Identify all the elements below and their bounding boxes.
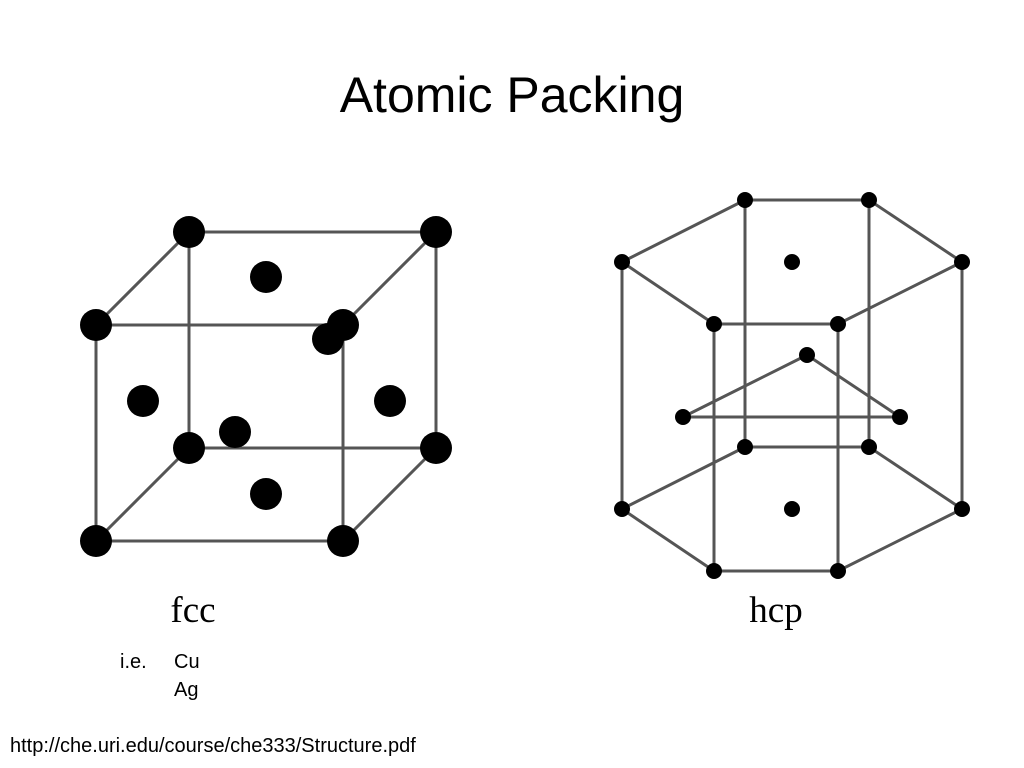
hcp-edge — [805, 353, 902, 419]
fcc-face-atom — [374, 385, 406, 417]
fcc-unit-cell: fcc — [80, 216, 452, 631]
slide-title: Atomic Packing — [339, 67, 685, 123]
fcc-face-atom — [219, 416, 251, 448]
hcp-edges — [620, 198, 964, 573]
hcp-atom — [954, 254, 970, 270]
fcc-corner-atom — [327, 525, 359, 557]
fcc-corner-atom — [420, 432, 452, 464]
examples-prefix: i.e. — [120, 651, 147, 673]
hcp-edge — [620, 198, 747, 264]
fcc-edge — [341, 230, 438, 327]
fcc-label: fcc — [170, 590, 215, 631]
fcc-corner-atom — [173, 432, 205, 464]
hcp-atom — [706, 563, 722, 579]
fcc-face-atom — [127, 385, 159, 417]
hcp-edge — [681, 353, 809, 419]
examples-list: Cu Ag — [174, 648, 200, 704]
fcc-face-atom — [250, 478, 282, 510]
hcp-atom — [954, 501, 970, 517]
example-element-cu: Cu — [174, 651, 200, 673]
hcp-edge — [620, 260, 716, 326]
fcc-edge — [94, 446, 191, 543]
hcp-atom — [784, 254, 800, 270]
fcc-corner-atom — [80, 309, 112, 341]
hcp-atom — [830, 563, 846, 579]
hcp-atom — [675, 409, 691, 425]
fcc-face-atom — [250, 261, 282, 293]
source-url: http://che.uri.edu/course/che333/Structu… — [10, 735, 416, 757]
hcp-atom — [861, 192, 877, 208]
hcp-atom — [830, 316, 846, 332]
hcp-atom — [892, 409, 908, 425]
hcp-atom — [737, 192, 753, 208]
hcp-atom — [614, 254, 630, 270]
hcp-unit-cell: hcp — [614, 192, 970, 631]
fcc-edges — [94, 230, 438, 543]
hcp-atom — [799, 347, 815, 363]
fcc-corner-atom — [173, 216, 205, 248]
hcp-edge — [620, 507, 716, 573]
fcc-corner-atom — [80, 525, 112, 557]
hcp-atom — [614, 501, 630, 517]
hcp-edge — [867, 198, 964, 264]
example-element-ag: Ag — [174, 679, 199, 701]
hcp-edge — [620, 445, 747, 511]
fcc-face-atom — [312, 323, 344, 355]
fcc-corner-atom — [420, 216, 452, 248]
hcp-atom — [861, 439, 877, 455]
hcp-atom — [784, 501, 800, 517]
fcc-edge — [94, 230, 191, 327]
hcp-atom — [737, 439, 753, 455]
fcc-atoms — [80, 216, 452, 557]
hcp-label: hcp — [749, 590, 802, 631]
hcp-edge — [836, 507, 964, 573]
hcp-edge — [836, 260, 964, 326]
hcp-atoms — [614, 192, 970, 579]
hcp-edge — [867, 445, 964, 511]
hcp-atom — [706, 316, 722, 332]
fcc-edge — [341, 446, 438, 543]
